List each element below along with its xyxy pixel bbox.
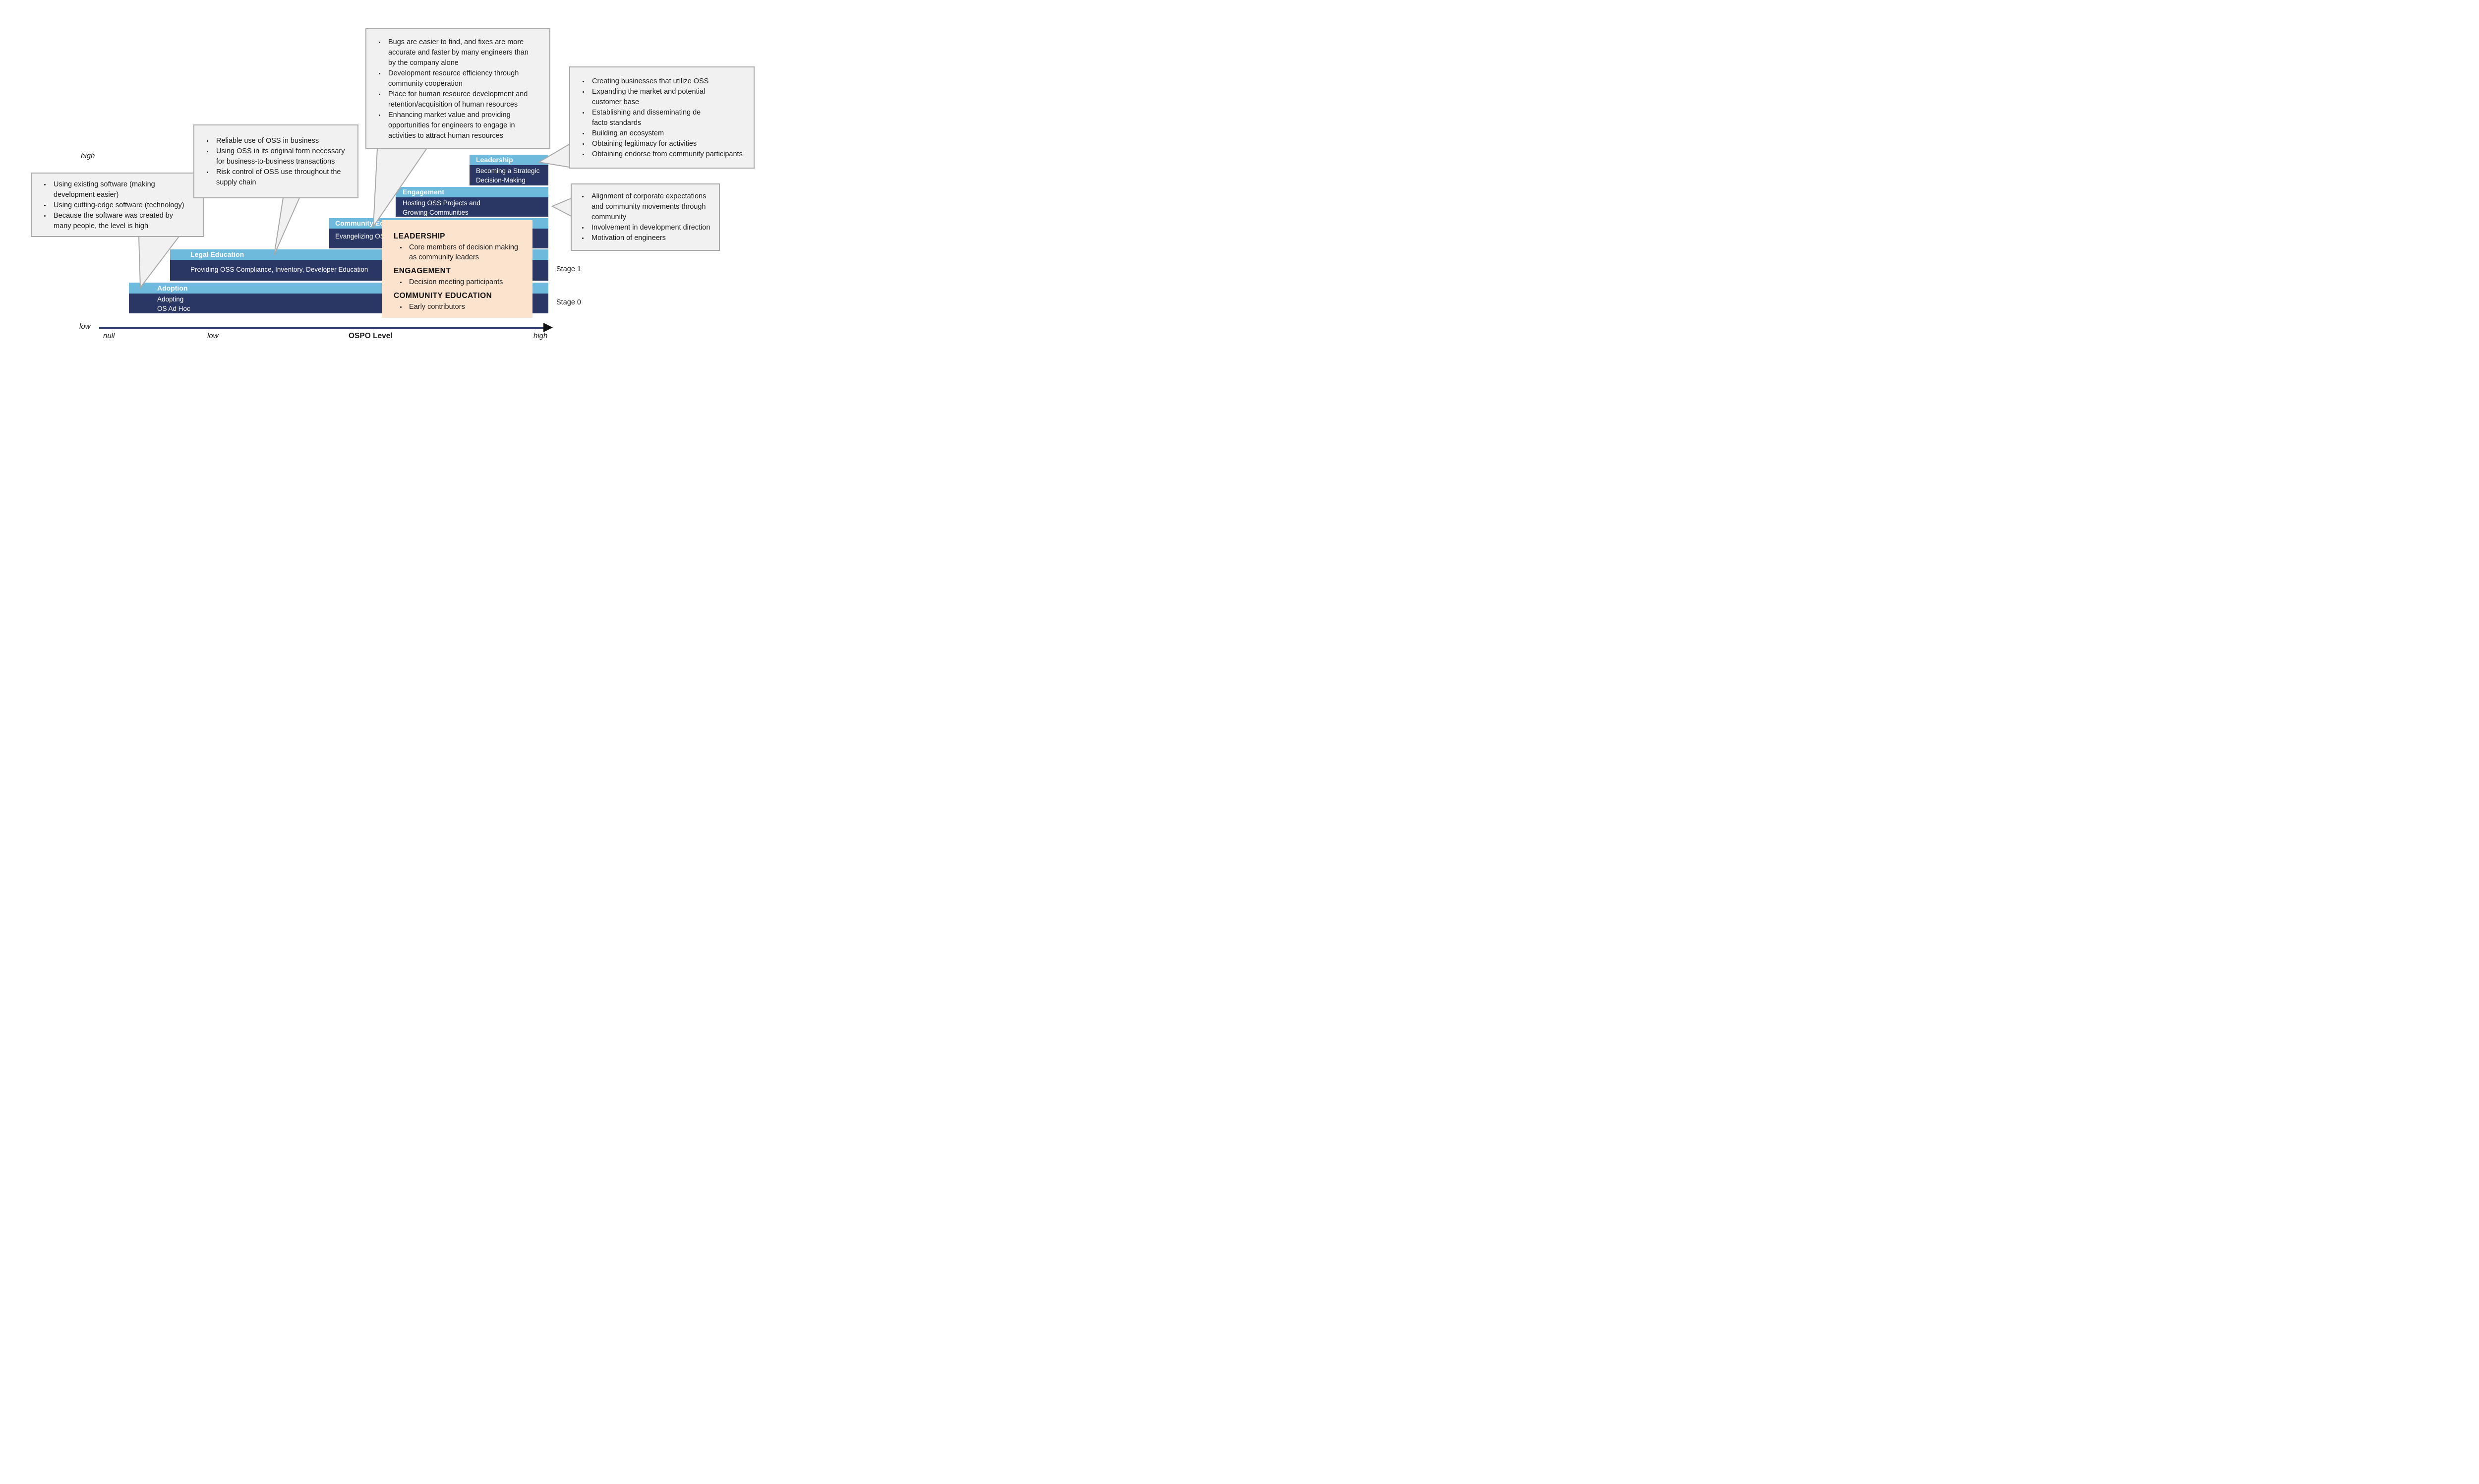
participation-overlay: LEADERSHIP Core members of decision maki… xyxy=(382,220,532,318)
callout-adoption-benefits: Using existing software (making developm… xyxy=(31,173,204,237)
list-item: Place for human resource development and… xyxy=(385,89,544,110)
list-item: Using OSS in its original form necessary… xyxy=(213,146,353,167)
bar-engagement-header: Engagement xyxy=(396,187,548,197)
callout-community-alignment: Alignment of corporate expectations and … xyxy=(571,183,720,251)
bar-leadership-label: Leadership xyxy=(476,156,513,164)
callout-legal-list: Reliable use of OSS in business Using OS… xyxy=(194,136,357,188)
list-item: Enhancing market value and providing opp… xyxy=(385,110,544,141)
bar-leadership: Leadership Becoming a Strategic Decision… xyxy=(470,155,548,193)
x-axis-null-tick: null xyxy=(103,332,115,340)
list-item: Creating businesses that utilize OSS xyxy=(589,76,749,87)
ospo-maturity-diagram: Leadership Becoming a Strategic Decision… xyxy=(0,0,764,388)
bar-engagement-body: Hosting OSS Projects and Growing Communi… xyxy=(396,197,548,217)
list-item: Development resource efficiency through … xyxy=(385,68,544,89)
overlay-list-leadership: Core members of decision making as commu… xyxy=(394,242,532,262)
bar-leadership-header: Leadership xyxy=(470,155,548,165)
list-item: Building an ecosystem xyxy=(589,128,749,139)
callout-tail-alignment xyxy=(551,197,572,217)
list-item: Involvement in development direction xyxy=(589,223,714,233)
axis-arrowhead-icon xyxy=(543,323,553,332)
x-axis-line xyxy=(99,327,543,329)
list-item: Decision meeting participants xyxy=(407,277,530,287)
overlay-heading-engagement: ENGAGEMENT xyxy=(394,267,451,275)
x-axis-title: OSPO Level xyxy=(349,332,393,340)
callout-tail-legal xyxy=(274,197,300,255)
list-item: Establishing and disseminating de facto … xyxy=(589,108,749,128)
list-item: Early contributors xyxy=(407,302,530,312)
callout-legal-benefits: Reliable use of OSS in business Using OS… xyxy=(193,124,358,198)
stage-1-label: Stage 1 xyxy=(556,265,581,273)
callout-engagement-benefits: Bugs are easier to find, and fixes are m… xyxy=(365,28,550,149)
callout-alignment-list: Alignment of corporate expectations and … xyxy=(572,191,719,243)
stage-0-label: Stage 0 xyxy=(556,298,581,306)
callout-leadership-benefits: Creating businesses that utilize OSS Exp… xyxy=(569,66,755,169)
x-axis-low-tick: low xyxy=(207,332,219,340)
x-axis-low-left-label: low xyxy=(79,322,91,331)
callout-leadership-list: Creating businesses that utilize OSS Exp… xyxy=(570,76,754,160)
y-axis-high-label: high xyxy=(81,152,95,160)
bar-engagement-label: Engagement xyxy=(403,188,445,196)
overlay-heading-community-education: COMMUNITY EDUCATION xyxy=(394,292,492,300)
bar-leadership-body: Becoming a Strategic Decision-Making Par… xyxy=(470,165,548,193)
x-axis-high-tick: high xyxy=(533,332,548,340)
list-item: Using existing software (making developm… xyxy=(51,179,198,200)
bar-adoption-label: Adoption xyxy=(157,284,188,292)
list-item: Obtaining endorse from community partici… xyxy=(589,149,749,160)
bar-legal-education-label: Legal Education xyxy=(190,250,244,258)
list-item: Alignment of corporate expectations and … xyxy=(589,191,714,223)
list-item: Risk control of OSS use throughout the s… xyxy=(213,167,353,188)
list-item: Motivation of engineers xyxy=(589,233,714,243)
list-item: Reliable use of OSS in business xyxy=(213,136,353,146)
overlay-list-community-education: Early contributors xyxy=(394,302,532,312)
bar-engagement: Engagement Hosting OSS Projects and Grow… xyxy=(396,187,548,217)
list-item: Using cutting-edge software (technology) xyxy=(51,200,198,211)
list-item: Because the software was created by many… xyxy=(51,211,198,232)
callout-engagement-list: Bugs are easier to find, and fixes are m… xyxy=(366,37,549,141)
callout-adoption-list: Using existing software (making developm… xyxy=(32,179,203,232)
overlay-list-engagement: Decision meeting participants xyxy=(394,277,532,287)
list-item: Obtaining legitimacy for activities xyxy=(589,139,749,149)
list-item: Expanding the market and potential custo… xyxy=(589,87,749,108)
list-item: Bugs are easier to find, and fixes are m… xyxy=(385,37,544,68)
overlay-heading-leadership: LEADERSHIP xyxy=(394,232,445,240)
list-item: Core members of decision making as commu… xyxy=(407,242,530,262)
